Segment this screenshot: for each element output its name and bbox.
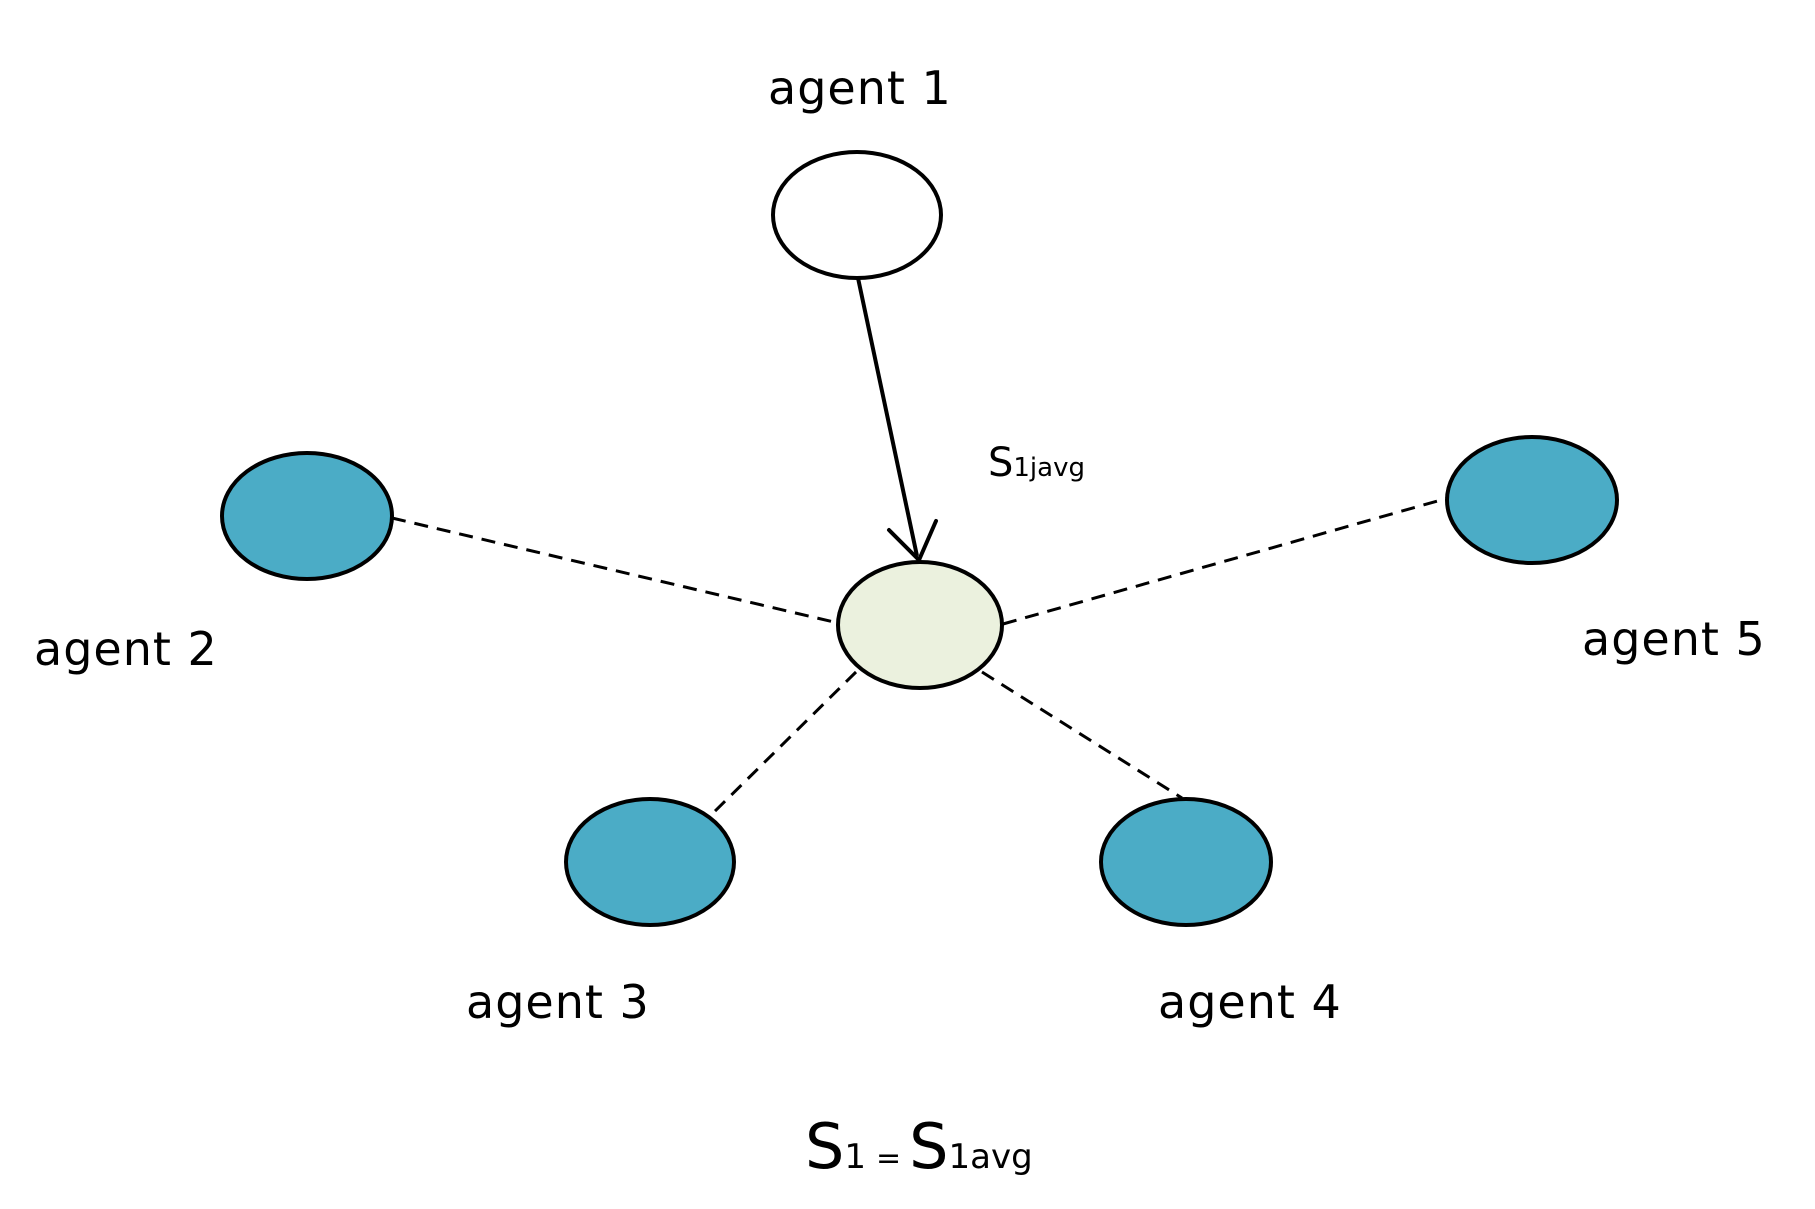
- edge-label-main: S: [988, 440, 1013, 486]
- agent1-label: agent 1: [768, 61, 952, 115]
- arrow-agent1-to-center: [856, 277, 919, 557]
- formula-rhs-main: S: [909, 1110, 948, 1183]
- edge-label: S1javg: [988, 440, 1085, 486]
- agent4-label: agent 4: [1158, 975, 1342, 1029]
- agent1-node: [771, 150, 943, 280]
- link-center-agent2: [391, 516, 839, 625]
- formula-rhs-sub: 1avg: [949, 1137, 1033, 1177]
- agent5-node: [1445, 435, 1619, 565]
- link-center-agent4: [981, 670, 1183, 800]
- agent5-label: agent 5: [1582, 612, 1766, 666]
- agent2-node: [220, 451, 394, 581]
- link-center-agent5: [1002, 496, 1449, 626]
- agent3-label: agent 3: [466, 975, 650, 1029]
- agent4-node: [1099, 797, 1273, 927]
- agent2-label: agent 2: [34, 622, 218, 676]
- formula-eq: =: [876, 1141, 901, 1176]
- center-node: [836, 560, 1004, 690]
- link-center-agent3: [706, 670, 858, 820]
- formula-lhs-main: S: [805, 1110, 844, 1183]
- agent3-node: [564, 797, 736, 927]
- arrowhead: [887, 519, 938, 564]
- edge-label-sub: 1javg: [1013, 453, 1085, 483]
- formula-lhs-sub: 1: [844, 1137, 866, 1177]
- formula: S1=S1avg: [805, 1110, 1033, 1183]
